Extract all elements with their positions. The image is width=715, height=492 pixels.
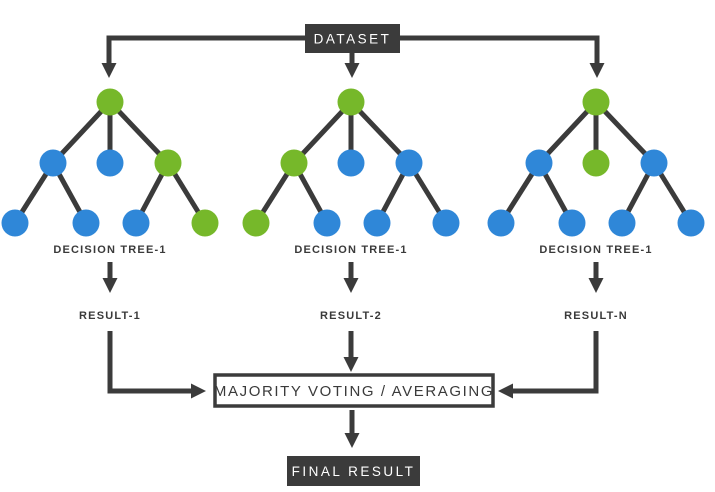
dataset-connectors [101,35,605,78]
tree-node-leaf [558,209,586,237]
tree-edge [349,100,411,165]
tree-node-leaf [487,209,515,237]
result2-label: RESULT-2 [320,310,382,322]
result1-to-voting-arrow [107,331,206,399]
tree3-label: DECISION TREE-1 [539,244,652,256]
tree2-label: DECISION TREE-1 [294,244,407,256]
tree-edge [51,100,112,165]
tree-edge [594,100,656,165]
tree-edge [292,100,353,165]
final-result-box-rect [287,456,420,486]
tree-node [640,149,668,177]
tree-node [525,149,553,177]
tree1-label: DECISION TREE-1 [53,244,166,256]
tree-node-leaf [313,209,341,237]
tree-edge [108,100,170,165]
tree-node-leaf [432,209,460,237]
tree-node-root [582,88,610,116]
dataset-box-rect [305,24,400,53]
tree-node-leaf [122,209,150,237]
tree-node [154,149,182,177]
tree-node [582,149,610,177]
tree-node-leaf [1,209,29,237]
tree-node-leaf [191,209,219,237]
dataset-to-tree1-arrow [101,35,305,78]
decision-tree-3: DECISION TREE-1 RESULT-N [487,88,705,322]
dataset-to-tree3-arrow [400,35,605,78]
dataset-label: DATASET [314,32,392,47]
result1-label: RESULT-1 [79,310,141,322]
majority-voting-box-rect [213,373,495,408]
tree-node [337,149,365,177]
resultN-label: RESULT-N [564,310,628,322]
tree-edge [537,100,598,165]
decision-tree-2: DECISION TREE-1 RESULT-2 [242,88,460,322]
final-result-box: FINAL RESULT [287,456,420,486]
tree-node-leaf [677,209,705,237]
tree-node-root [337,88,365,116]
dataset-box: DATASET [305,24,400,53]
tree-node-leaf [72,209,100,237]
tree-node [280,149,308,177]
tree-node-leaf [242,209,270,237]
tree-node-leaf [608,209,636,237]
tree-node [395,149,423,177]
decision-tree-1: DECISION TREE-1 RESULT-1 [1,88,219,322]
result-connectors [107,331,599,399]
majority-voting-label: MAJORITY VOTING / AVERAGING [214,383,494,400]
resultN-to-voting-arrow [498,331,599,399]
final-result-label: FINAL RESULT [292,464,416,479]
tree-node [96,149,124,177]
tree-node-root [96,88,124,116]
tree-node-leaf [363,209,391,237]
majority-voting-box: MAJORITY VOTING / AVERAGING [213,373,495,408]
tree-node [39,149,67,177]
